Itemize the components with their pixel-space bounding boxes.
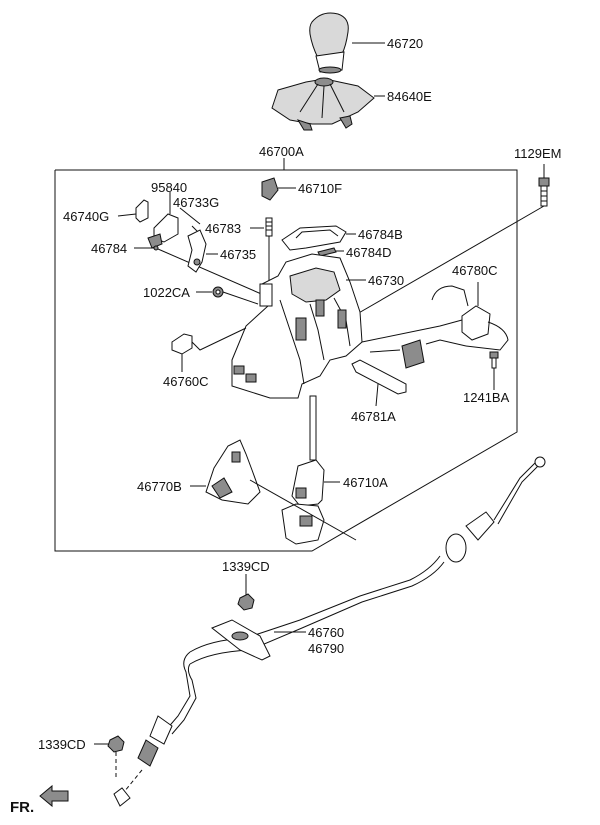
- label-46760: 46760: [308, 625, 344, 640]
- part-1022CA-nut: [196, 286, 259, 305]
- part-46760-shift-cable: [113, 456, 546, 807]
- label-1241BA: 1241BA: [463, 390, 510, 405]
- part-95840-sensor: [147, 192, 179, 249]
- label-95840: 95840: [151, 180, 187, 195]
- label-46784: 46784: [91, 241, 127, 256]
- part-46783-spring: [250, 217, 273, 284]
- part-46735-lever: [187, 229, 218, 273]
- part-1241BA-screw: [489, 351, 499, 390]
- part-46760C-clip: [171, 327, 247, 372]
- label-84640E: 84640E: [387, 89, 432, 104]
- part-46784-pin: [134, 245, 267, 297]
- label-46780C: 46780C: [452, 263, 498, 278]
- label-1022CA: 1022CA: [143, 285, 190, 300]
- part-46781A-rod: [351, 359, 407, 407]
- part-1129EM-bolt: [349, 164, 550, 319]
- arrow-left-icon: [39, 784, 69, 808]
- label-46784B: 46784B: [358, 227, 403, 242]
- part-1339CD-nut-bottom: [94, 735, 125, 778]
- front-direction-indicator: [39, 784, 69, 808]
- part-46730-base-bracket: [231, 253, 366, 399]
- part-46784B-plate: [281, 225, 356, 251]
- label-46700A: 46700A: [259, 144, 304, 159]
- label-46710F: 46710F: [298, 181, 342, 196]
- label-46784D: 46784D: [346, 245, 392, 260]
- label-46790: 46790: [308, 641, 344, 656]
- part-46784D-pin: [317, 247, 344, 257]
- label-46781A: 46781A: [351, 409, 396, 424]
- label-46730: 46730: [368, 273, 404, 288]
- part-46780C-wiring-harness: [361, 282, 509, 369]
- label-46740G: 46740G: [63, 209, 109, 224]
- label-46735: 46735: [220, 247, 256, 262]
- label-46770B: 46770B: [137, 479, 182, 494]
- label-46710A: 46710A: [343, 475, 388, 490]
- label-46760C: 46760C: [163, 374, 209, 389]
- label-front: FR.: [10, 799, 34, 816]
- label-1339CD-bottom: 1339CD: [38, 737, 86, 752]
- label-46783: 46783: [205, 221, 241, 236]
- part-46740G-switch: [117, 199, 149, 223]
- part-46770B-bracket: [190, 439, 357, 541]
- assembly-frame-46700A: [54, 158, 518, 552]
- part-84640E-shift-boot: [271, 77, 385, 131]
- part-1339CD-nut-top: [237, 574, 255, 611]
- label-46720: 46720: [387, 36, 423, 51]
- label-46733G: 46733G: [173, 195, 219, 210]
- label-1129EM: 1129EM: [514, 146, 561, 161]
- part-46710F-clip: [261, 177, 296, 201]
- part-46710A-shift-lever: [281, 395, 340, 545]
- part-46720-shift-knob: [309, 12, 385, 74]
- label-1339CD-top: 1339CD: [222, 559, 270, 574]
